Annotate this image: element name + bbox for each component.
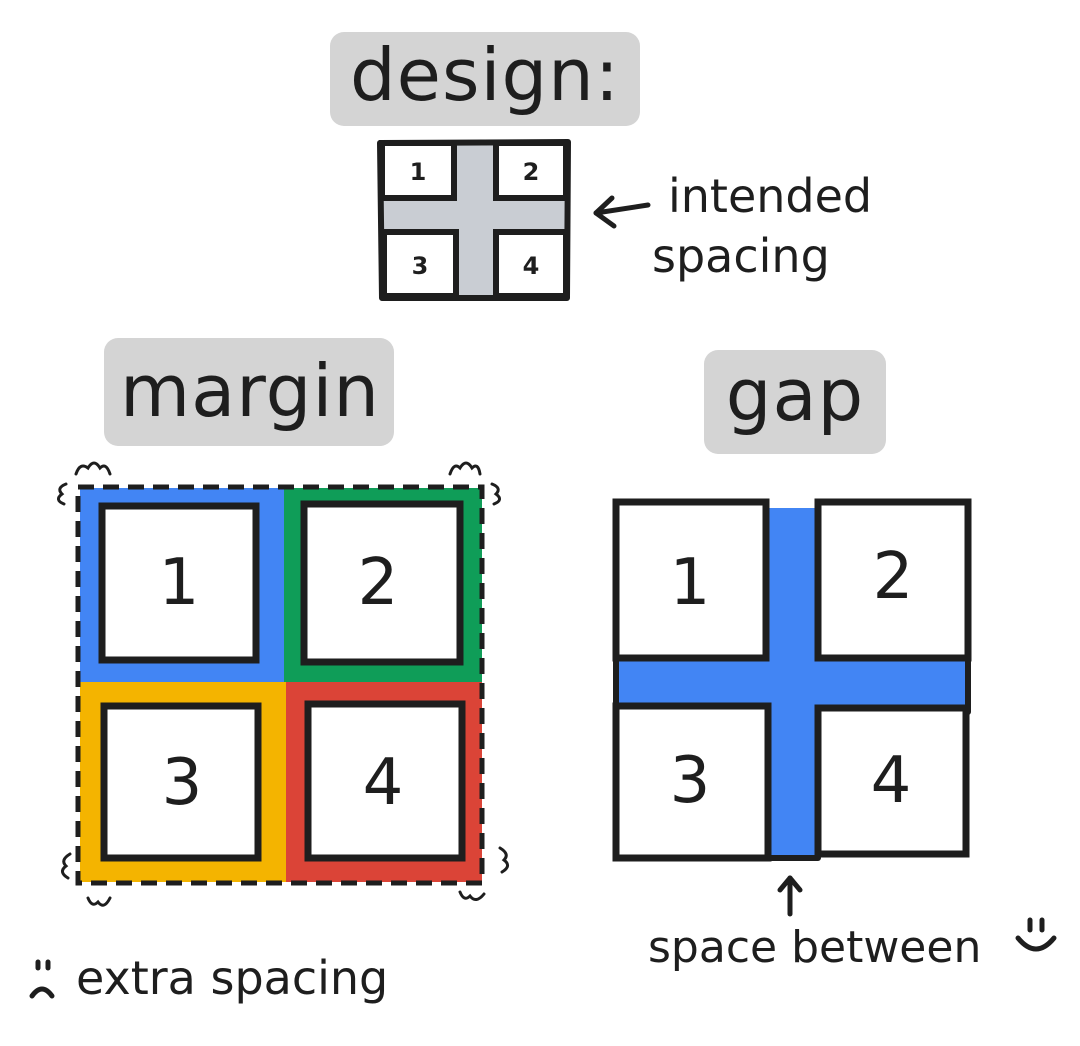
happy-face-icon <box>1015 917 1057 952</box>
design-title: design: <box>350 33 620 117</box>
margin-cell-4-label: 4 <box>363 746 404 820</box>
margin-cell-1 <box>98 502 260 664</box>
gap-cell-2 <box>814 498 972 662</box>
design-cell-1 <box>379 140 457 201</box>
gap-cell-4-label: 4 <box>871 744 912 818</box>
design-cell-4-label: 4 <box>523 252 540 280</box>
design-gap-horizontal <box>382 200 568 230</box>
gap-title: gap <box>726 353 865 437</box>
design-cell-4 <box>493 229 569 299</box>
gap-cell-1-label: 1 <box>670 546 711 620</box>
margin-cell-3 <box>100 702 262 862</box>
gap-edge-lines <box>613 649 971 861</box>
gap-caption: space between <box>648 922 981 973</box>
margin-brace-marks <box>57 461 509 907</box>
gap-cell-2-label: 2 <box>873 540 914 614</box>
design-frame <box>377 139 571 301</box>
gap-cell-4 <box>814 704 970 858</box>
design-cell-2-label: 2 <box>523 158 540 186</box>
gap-section: gap 1 2 3 4 space between <box>612 350 1057 973</box>
margin-cell-2-label: 2 <box>358 546 399 620</box>
margin-cell-2 <box>300 500 464 666</box>
space-between-arrow <box>777 875 803 917</box>
gap-cell-3 <box>612 702 772 862</box>
intended-spacing-arrow <box>593 195 651 229</box>
design-cell-2 <box>493 140 569 201</box>
margin-cell-1-label: 1 <box>159 546 200 620</box>
design-annotation-line2: spacing <box>652 229 830 283</box>
margin-title-background <box>104 338 394 446</box>
gap-cell-3-label: 3 <box>670 744 711 818</box>
margin-dashed-outline <box>75 484 485 886</box>
margin-cell-4 <box>304 700 466 862</box>
margin-cell-3-label: 3 <box>162 746 203 820</box>
design-cell-3 <box>381 229 459 299</box>
design-cell-3-label: 3 <box>412 252 429 280</box>
margin-caption: extra spacing <box>76 951 388 1005</box>
margin-title: margin <box>120 349 380 433</box>
gap-cell-1 <box>612 498 770 662</box>
design-section: design: 1 2 3 4 intended spacing <box>330 32 872 301</box>
sad-face-icon <box>29 959 55 999</box>
design-cell-1-label: 1 <box>410 158 427 186</box>
gap-title-background <box>704 350 886 454</box>
design-title-background <box>330 32 640 126</box>
margin-section: margin 1 2 3 4 <box>29 338 509 1005</box>
gap-fill-horizontal <box>616 656 968 708</box>
design-annotation-line1: intended <box>668 169 872 223</box>
